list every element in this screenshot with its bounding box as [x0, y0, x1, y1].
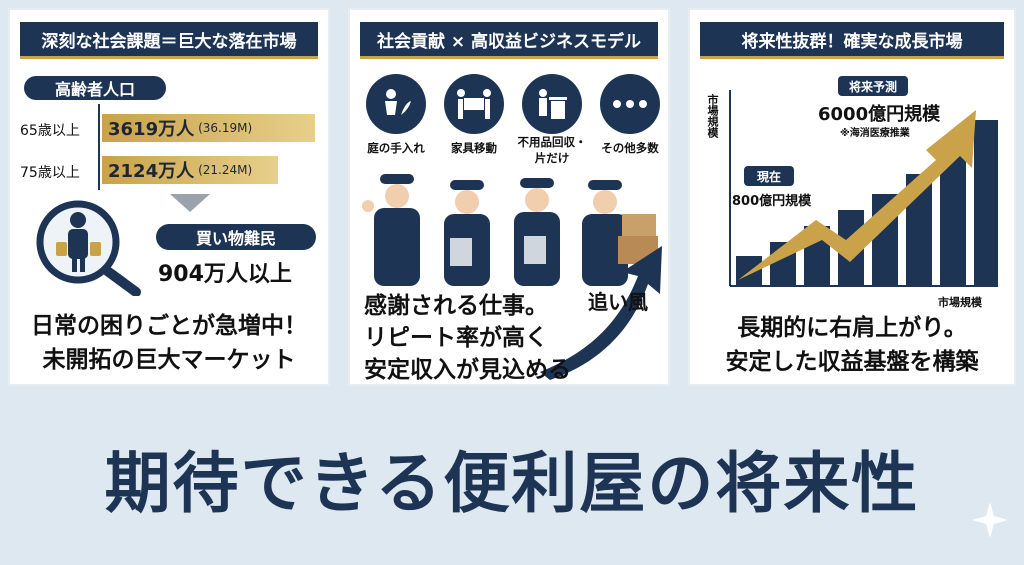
panel-header: 社会貢献 × 高収益ビジネスモデル: [360, 22, 658, 59]
gardening-icon: [366, 74, 426, 134]
row-value-75: 2124万人: [108, 161, 195, 182]
row-label-75: 75歳以上: [20, 165, 80, 181]
business-text-3: 安定収入が見込める: [364, 357, 571, 383]
current-value: 800億円規模: [732, 194, 812, 209]
forecast-value: 6000億円規模: [818, 104, 941, 125]
headline-line-1: 日常の困りごとが急増中！: [31, 313, 307, 339]
row-sub-75: (21.24M): [198, 163, 253, 177]
headline-line-2: 未開拓の巨大マーケット: [42, 347, 296, 373]
growth-chart: [729, 90, 998, 287]
forecast-note: ※海消医療推業: [840, 128, 910, 139]
panel-header: 深刻な社会課題＝巨大な落在市場: [20, 22, 318, 59]
population-bar-75: 2124万人 (21.24M): [102, 156, 278, 184]
row-sub-65: (36.19M): [198, 121, 253, 135]
down-arrow-icon: [170, 194, 210, 212]
x-axis-label: 市場規模: [938, 296, 982, 309]
workers-illustration: [362, 174, 658, 286]
elderly-population-pill: 高齢者人口: [24, 76, 166, 100]
service-label-furniture: 家具移動: [451, 141, 497, 155]
business-model-panel: 社会貢献 × 高収益ビジネスモデル 庭の手入れ 家具移動 不用品回収・ 片だけ …: [348, 8, 670, 386]
growth-market-panel: 将来性抜群！確実な成長市場 市場規模 将来予測 6000億円規模 ※海消医療推業…: [688, 8, 1016, 386]
page-title: 期待できる便利屋の将来性: [104, 445, 920, 522]
junk-removal-icon: [522, 74, 582, 134]
business-text-2: リピート率が高く: [364, 325, 548, 351]
forecast-pill: 将来予測: [838, 76, 908, 96]
divider-line: [98, 104, 100, 190]
panel-header: 将来性抜群！確実な成長市場: [700, 22, 1004, 59]
shopping-refugee-pill: 買い物難民: [156, 224, 316, 250]
service-label-junk: 不用品回収・ 片だけ: [512, 134, 592, 166]
service-label-gardening: 庭の手入れ: [367, 141, 425, 155]
more-dots-icon: [600, 74, 660, 134]
sparkle-icon: [972, 502, 1008, 538]
tailwind-arrow-icon: [540, 246, 662, 380]
growth-text-2: 安定した収益基盤を構築: [725, 349, 979, 375]
growth-text-1: 長期的に右肩上がり。: [737, 315, 967, 341]
business-text-1: 感謝される仕事。: [364, 293, 548, 319]
tailwind-label: 追い風: [588, 290, 648, 314]
social-issue-panel: 深刻な社会課題＝巨大な落在市場 高齢者人口 65歳以上 3619万人 (36.1…: [8, 8, 330, 386]
population-bar-65: 3619万人 (36.19M): [102, 114, 315, 142]
furniture-moving-icon: [444, 74, 504, 134]
service-label-junk-text: 不用品回収・ 片だけ: [517, 135, 587, 165]
y-axis-label: 市場規模: [706, 94, 719, 138]
magnifier-shopper-icon: [36, 200, 141, 296]
current-pill: 現在: [744, 166, 794, 186]
row-label-65: 65歳以上: [20, 123, 80, 139]
shopping-refugee-count: 904万人以上: [158, 262, 292, 287]
service-label-more: その他多数: [601, 141, 659, 155]
row-value-65: 3619万人: [108, 119, 195, 140]
